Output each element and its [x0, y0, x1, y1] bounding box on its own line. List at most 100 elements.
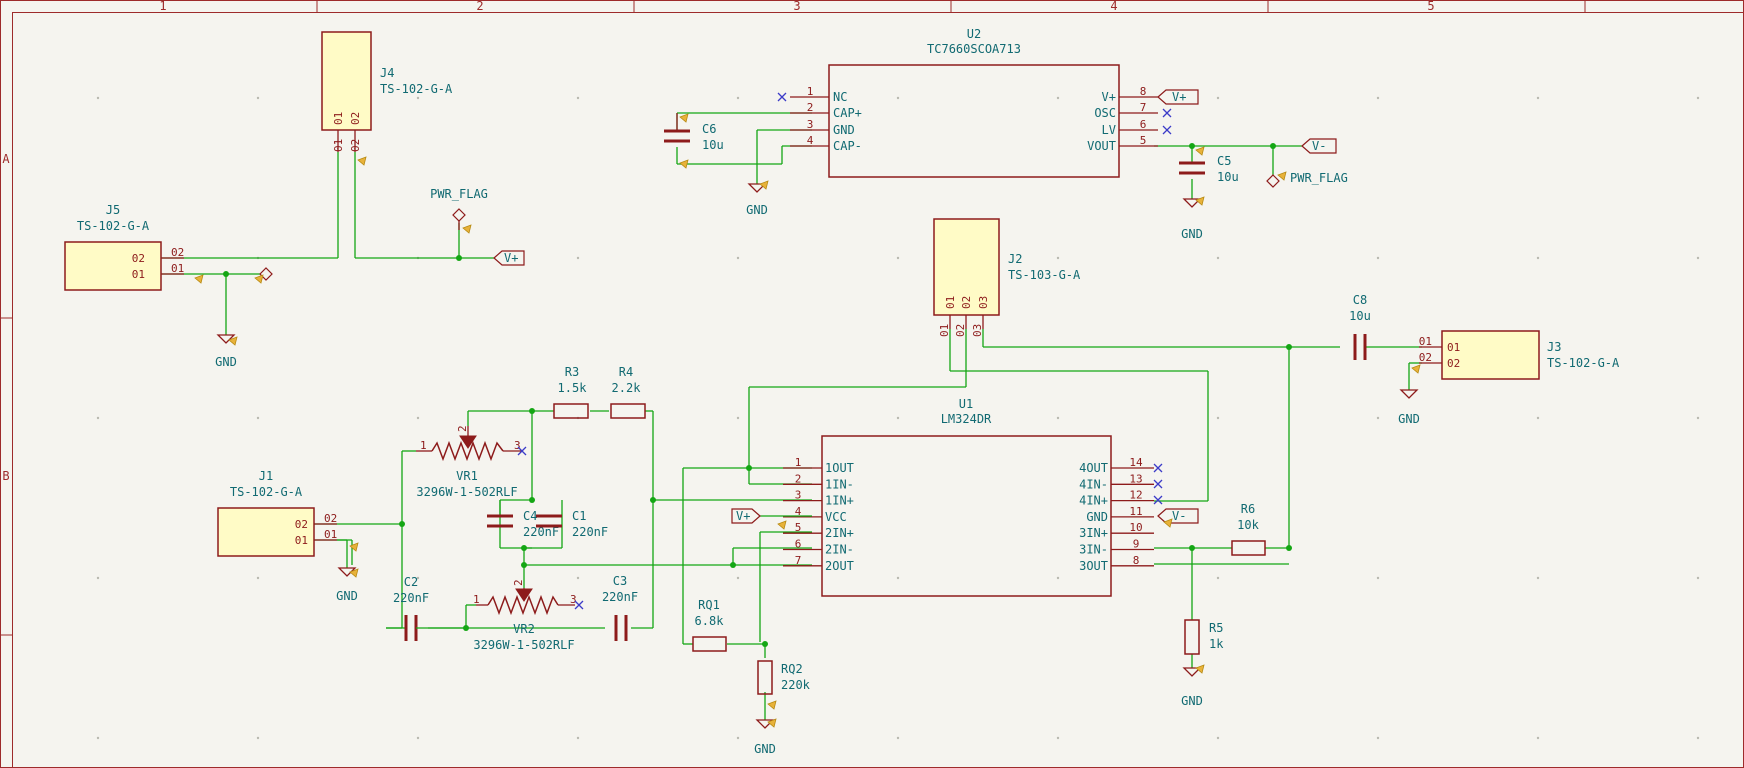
j3-ref: J3 [1547, 340, 1561, 354]
u1-pin-name: 2IN+ [825, 526, 854, 540]
j5-connector[interactable]: 02 01 02 01 J5 TS-102-G-A [64, 203, 184, 291]
grid-dot [1376, 256, 1380, 260]
vr2-potentiometer[interactable]: 1 2 3 VR2 3296W-1-502RLF [473, 579, 577, 652]
grid-dot [576, 736, 580, 740]
grid-dot [896, 96, 900, 100]
c6-value: 10u [702, 138, 724, 152]
pwr-flag-j5 [259, 267, 273, 281]
grid-dot [1376, 416, 1380, 420]
u1-pin-name: GND [1086, 510, 1108, 524]
u1-ref: U1 [959, 397, 973, 411]
u2-regulator[interactable]: U2 TC7660SCOA713 1 2 3 4 NC CAP+ GND CAP… [790, 27, 1158, 178]
c6-capacitor[interactable]: C6 10u [664, 113, 724, 152]
u1-pin-num: 12 [1129, 489, 1142, 502]
u2-pin-name: OSC [1094, 106, 1116, 120]
gnd-label: GND [746, 203, 768, 217]
gnd-symbol-j5: GND [215, 334, 237, 369]
u1-pin-name: 4IN+ [1079, 494, 1108, 508]
c1-value: 220nF [572, 525, 608, 539]
j3-connector[interactable]: 01 02 01 02 J3 TS-102-G-A [1419, 330, 1620, 380]
grid-dot [1216, 736, 1220, 740]
grid-dot [1376, 96, 1380, 100]
grid-dot [1696, 256, 1700, 260]
u2-pin-num: 6 [1140, 118, 1147, 131]
u2-pin-num: 3 [807, 118, 814, 131]
j5-pin-num: 02 [171, 246, 184, 259]
r4-resistor[interactable]: R4 2.2k [610, 365, 646, 419]
c1-capacitor[interactable]: C1 220nF [536, 509, 608, 539]
gnd-symbol-u2: GND [746, 183, 768, 217]
vplus-label-u2: V+ [1157, 89, 1199, 105]
grid-dot [416, 96, 420, 100]
grid-dot [256, 736, 260, 740]
grid-dot [1536, 576, 1540, 580]
r5-ref: R5 [1209, 621, 1223, 635]
rq2-ref: RQ2 [781, 662, 803, 676]
j2-pin-num: 03 [971, 324, 984, 337]
row-label-b: B [2, 469, 9, 483]
u2-pin-name: V+ [1102, 90, 1116, 104]
grid-dot [1376, 576, 1380, 580]
j2-connector[interactable]: 01 02 03 01 02 03 J2 TS-103-G-A [933, 218, 1081, 337]
vr1-value: 3296W-1-502RLF [416, 485, 517, 499]
grid-dot [736, 416, 740, 420]
column-label-5: 5 [1427, 0, 1434, 13]
u1-pin-name: 2IN- [825, 543, 854, 557]
u1-pin-name: 3IN+ [1079, 526, 1108, 540]
r3-resistor[interactable]: R3 1.5k [553, 365, 589, 419]
j4-connector[interactable]: 01 02 01 02 J4 TS-102-G-A [321, 31, 453, 152]
vr1-potentiometer[interactable]: 1 2 3 VR1 3296W-1-502RLF [416, 425, 522, 499]
rq1-resistor[interactable]: RQ1 6.8k [692, 598, 727, 652]
j2-pin-label: 03 [977, 296, 990, 309]
u2-pin-num: 7 [1140, 101, 1147, 114]
gnd-symbol-rq2: GND [754, 719, 776, 756]
j3-pin-num: 01 [1419, 335, 1432, 348]
grid-dot [416, 576, 420, 580]
grid-dot [736, 576, 740, 580]
grid-dot [256, 96, 260, 100]
j4-pin-num: 02 [349, 139, 362, 152]
c4-capacitor[interactable]: C4 220nF [487, 500, 559, 539]
rq1-value: 6.8k [695, 614, 725, 628]
grid-dot [1536, 416, 1540, 420]
probe-markers [194, 113, 1421, 728]
r6-resistor[interactable]: R6 10k [1231, 502, 1266, 556]
u2-pin-name: CAP- [833, 139, 862, 153]
grid-dot [1696, 576, 1700, 580]
grid-dot [96, 576, 100, 580]
u1-pin-name: 2OUT [825, 559, 854, 573]
j5-value: TS-102-G-A [77, 219, 150, 233]
c3-capacitor[interactable]: C3 220nF [602, 574, 638, 641]
j1-connector[interactable]: 02 01 02 01 J1 TS-102-G-A [217, 469, 337, 557]
r5-resistor[interactable]: R5 1k [1184, 619, 1224, 655]
c5-ref: C5 [1217, 154, 1231, 168]
c2-capacitor[interactable]: C2 220nF [386, 575, 466, 641]
u2-pin-name: CAP+ [833, 106, 862, 120]
vplus-label: V+ [736, 509, 750, 523]
vplus-label: V+ [1172, 90, 1186, 104]
rq2-resistor[interactable]: RQ2 220k [757, 660, 811, 695]
no-connect-markers [517, 92, 1172, 610]
gnd-symbol-j1: GND [336, 539, 358, 603]
j3-pin-label: 02 [1447, 357, 1460, 370]
c8-value: 10u [1349, 309, 1371, 323]
c3-ref: C3 [613, 574, 627, 588]
u2-pin-num: 5 [1140, 134, 1147, 147]
grid-dot [576, 256, 580, 260]
vplus-label: V+ [504, 251, 518, 265]
rq1-ref: RQ1 [698, 598, 720, 612]
u1-pin-name: 1OUT [825, 461, 854, 475]
j1-pin-label: 01 [295, 534, 308, 547]
u1-pin-name: 3OUT [1079, 559, 1108, 573]
grid-dot [1056, 96, 1060, 100]
u1-pin-name: 1IN+ [825, 494, 854, 508]
grid-dot [736, 736, 740, 740]
u2-value: TC7660SCOA713 [927, 42, 1021, 56]
c8-capacitor[interactable]: C8 10u [1349, 293, 1371, 360]
grid-dot [1216, 576, 1220, 580]
c5-capacitor[interactable]: C5 10u [1179, 154, 1239, 184]
vminus-label: V- [1312, 139, 1326, 153]
